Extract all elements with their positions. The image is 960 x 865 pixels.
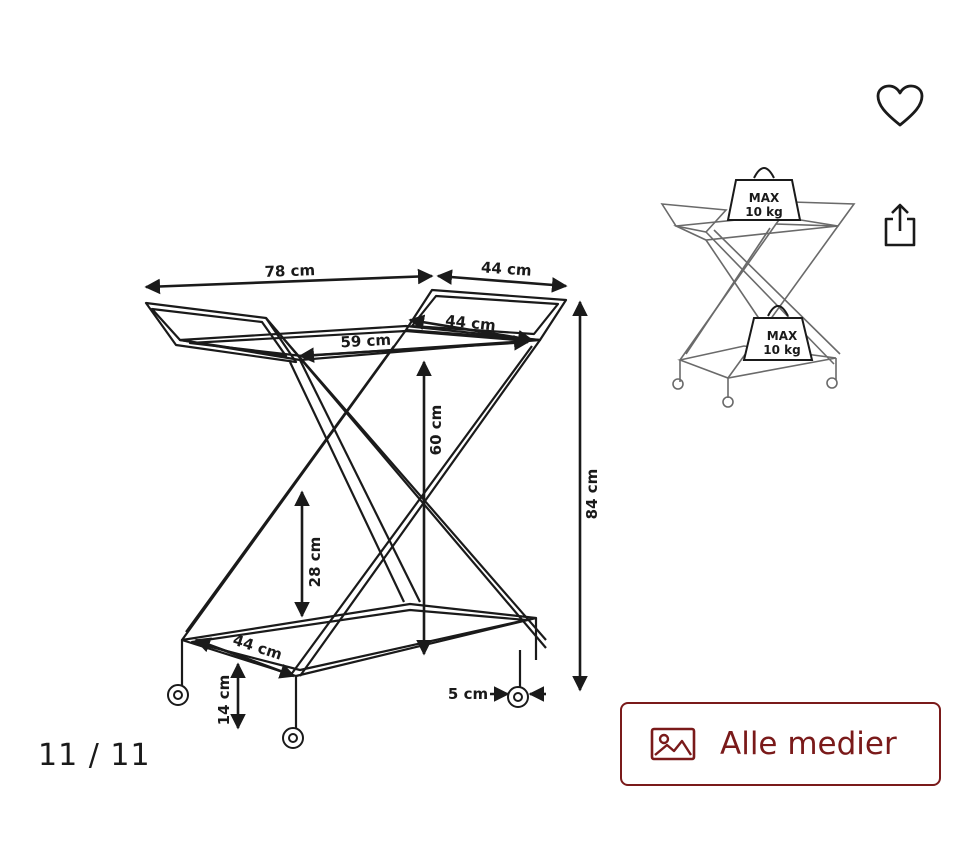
label-top-depth: 44 cm <box>444 311 496 334</box>
label-tray-gap: 60 cm <box>427 405 445 456</box>
weight-bottom-max: MAX <box>767 329 798 343</box>
all-media-label: Alle medier <box>720 726 897 762</box>
label-top-width: 59 cm <box>340 331 391 352</box>
wheels <box>167 684 529 749</box>
label-total-depth: 44 cm <box>480 258 532 279</box>
image-icon <box>650 724 698 764</box>
all-media-button[interactable]: Alle medier <box>620 702 941 786</box>
dimension-lines <box>144 268 588 730</box>
share-icon <box>880 201 920 254</box>
weight-top-value: 10 kg <box>745 205 782 219</box>
favorite-button[interactable] <box>868 78 932 138</box>
heart-icon <box>875 83 925 134</box>
weight-top-max: MAX <box>749 191 780 205</box>
trolley-drawing <box>144 288 568 730</box>
weight-top <box>726 167 802 221</box>
share-button[interactable] <box>872 198 928 256</box>
load-diagram <box>660 201 856 408</box>
image-counter: 11 / 11 <box>38 738 151 773</box>
weight-bottom-value: 10 kg <box>763 343 800 357</box>
label-total-height: 84 cm <box>583 469 601 520</box>
label-lower-height: 28 cm <box>306 537 324 588</box>
weight-bottom <box>742 305 814 361</box>
label-wheel-height: 14 cm <box>215 675 233 726</box>
label-total-width: 78 cm <box>264 261 315 281</box>
label-wheel-size: 5 cm <box>448 685 488 703</box>
dimension-labels: 78 cm 44 cm 44 cm 59 cm 60 cm 84 cm 28 c… <box>215 258 601 725</box>
